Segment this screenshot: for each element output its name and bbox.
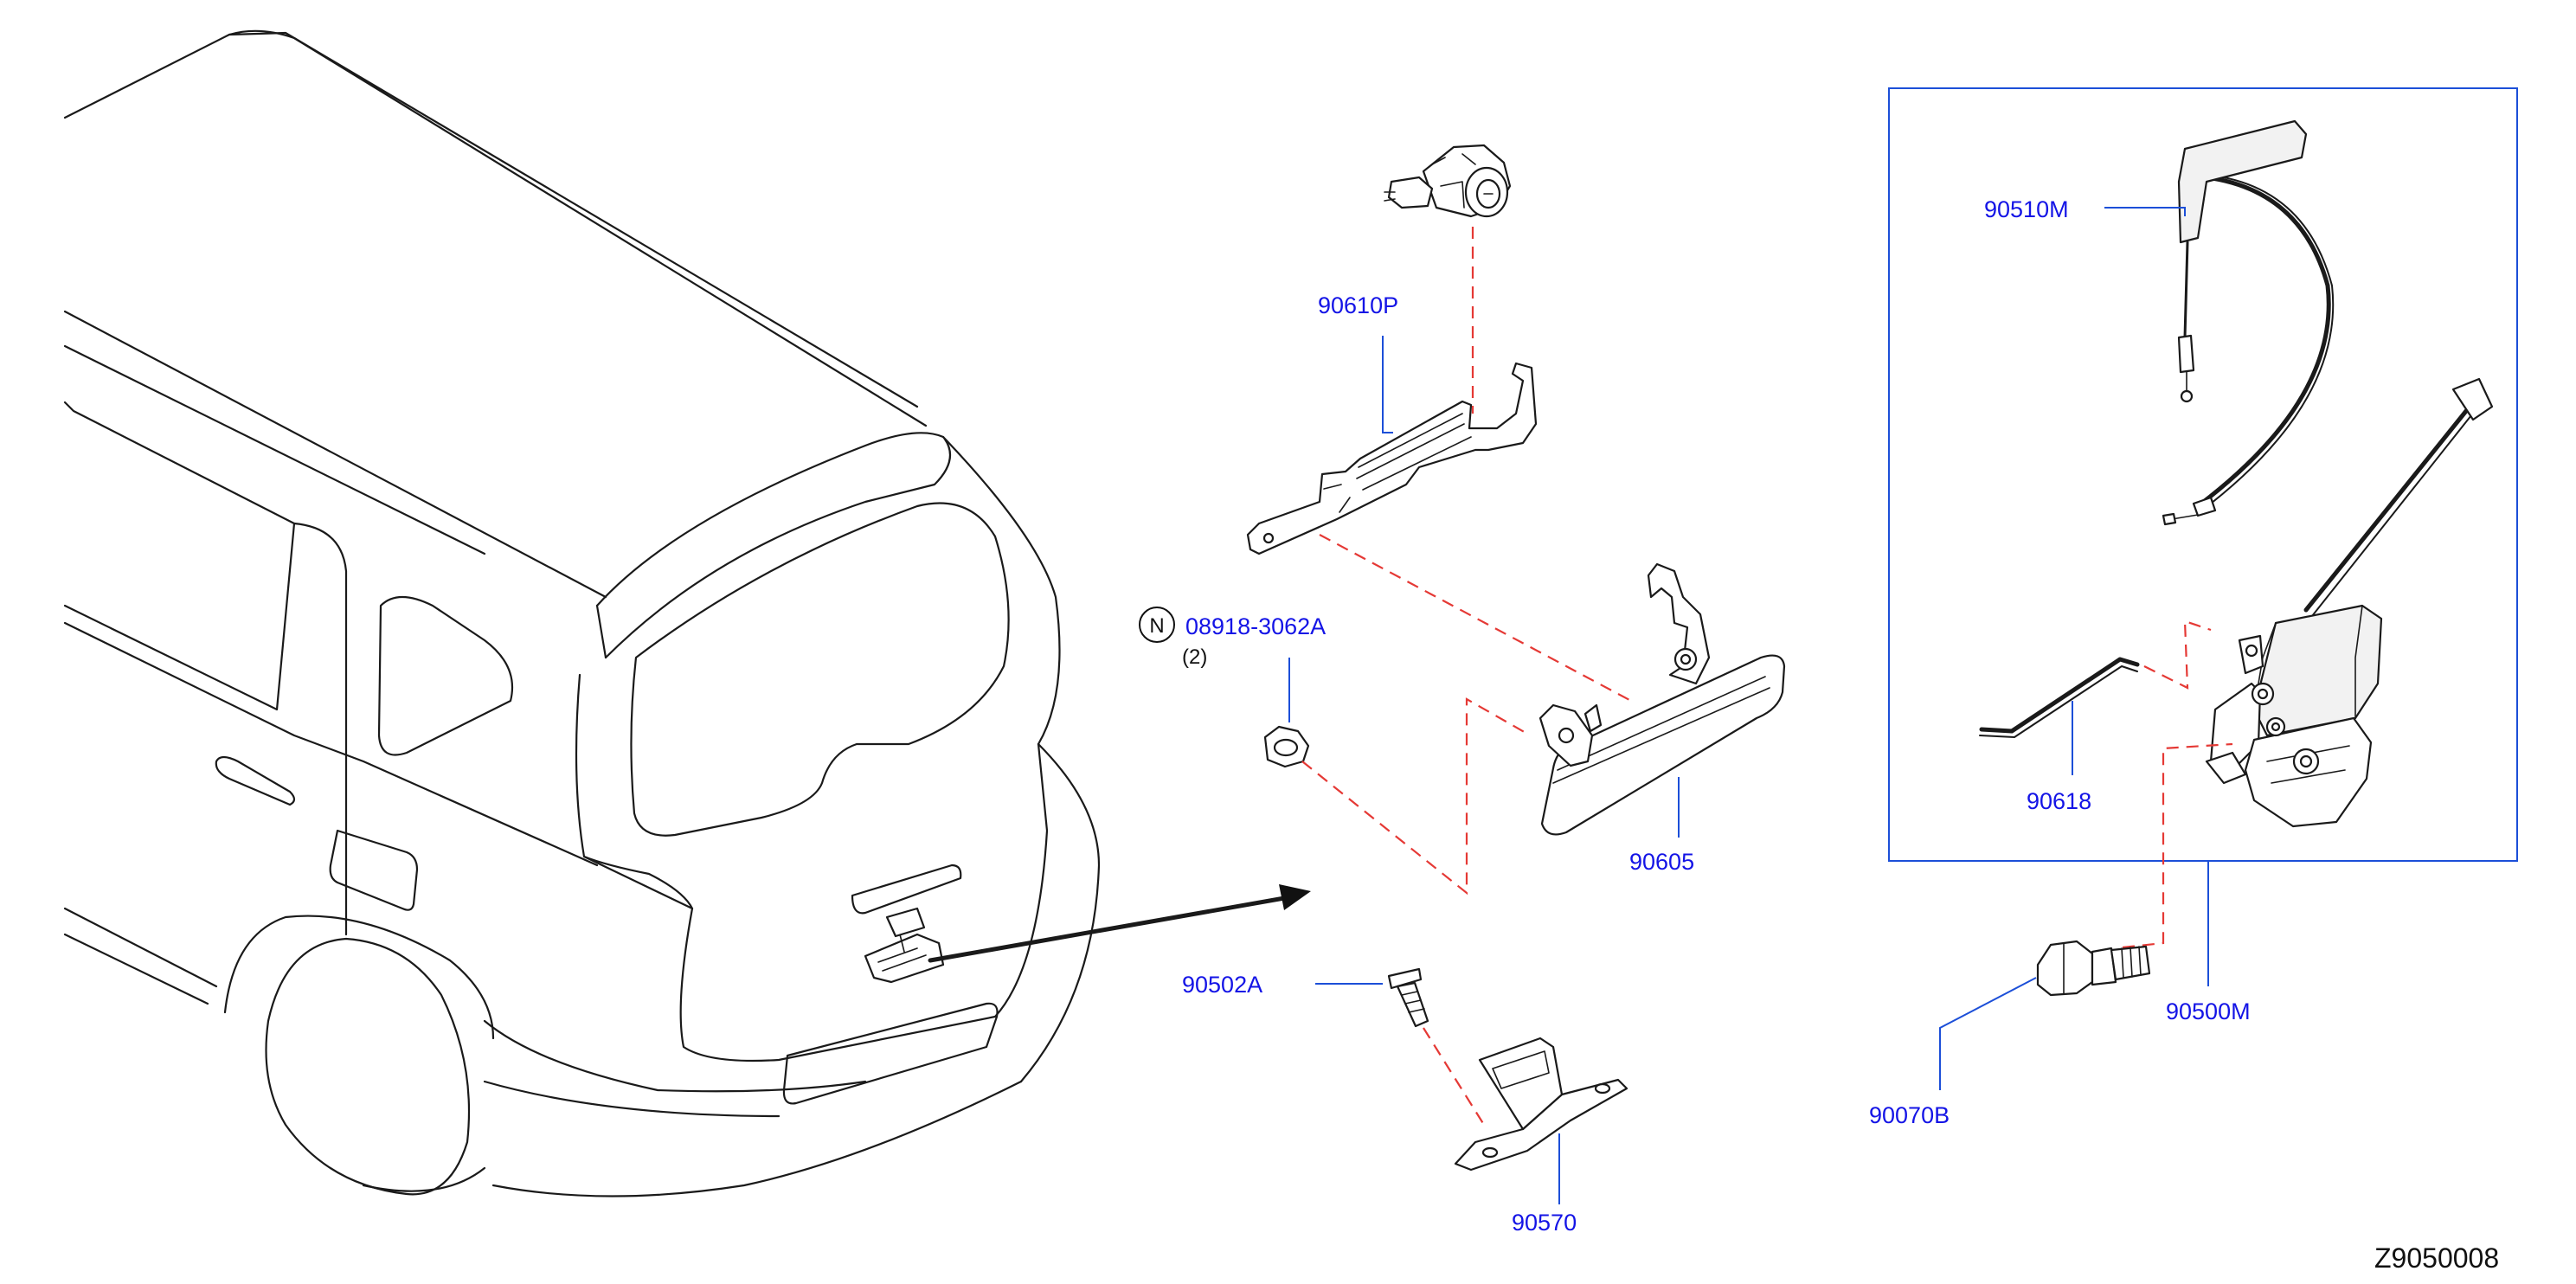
label-90618: 90618: [2027, 788, 2091, 814]
rod-part-90610P: [1246, 362, 1538, 555]
label-90605: 90605: [1629, 849, 1694, 875]
nut-part-08918-3062A: [1263, 725, 1310, 768]
guide-rod-to-latch: [2143, 620, 2212, 690]
bolt-part-90070B: [2036, 940, 2151, 997]
n-mark-circle: [1139, 607, 1175, 643]
location-arrow: [928, 884, 1311, 963]
guide-bolt-to-latch: [2122, 742, 2233, 949]
key-cylinder-part: [1384, 144, 1512, 218]
striker-part-90570: [1454, 1037, 1628, 1172]
quantity-08918-3062A: (2): [1182, 645, 1207, 669]
label-90070B: 90070B: [1869, 1102, 1950, 1128]
guide-nut-to-handle: [1301, 697, 1528, 896]
diagram-reference-id: Z9050008: [2374, 1242, 2499, 1274]
rod-part-90618: [1979, 657, 2140, 738]
assembly-box-90500M: [1888, 87, 2518, 862]
handle-part-90605: [1539, 562, 1786, 836]
latch-part-90500M: [2205, 377, 2494, 828]
guide-screw-to-striker: [1423, 1027, 1485, 1126]
label-90502A: 90502A: [1182, 972, 1262, 998]
cable-part-90510M: [2162, 119, 2335, 526]
vehicle-illustration: [63, 29, 1101, 1197]
label-90510M: 90510M: [1984, 196, 2069, 222]
leader-lines: [1288, 207, 2209, 1204]
screw-part-90502A: [1387, 967, 1429, 1028]
label-90610P: 90610P: [1318, 292, 1398, 318]
n-mark: N: [1149, 614, 1164, 638]
label-08918-3062A: 08918-3062A: [1185, 613, 1326, 639]
label-90570: 90570: [1512, 1210, 1577, 1236]
label-90500M: 90500M: [2166, 998, 2251, 1024]
guide-rod-to-handle: [1319, 534, 1632, 702]
